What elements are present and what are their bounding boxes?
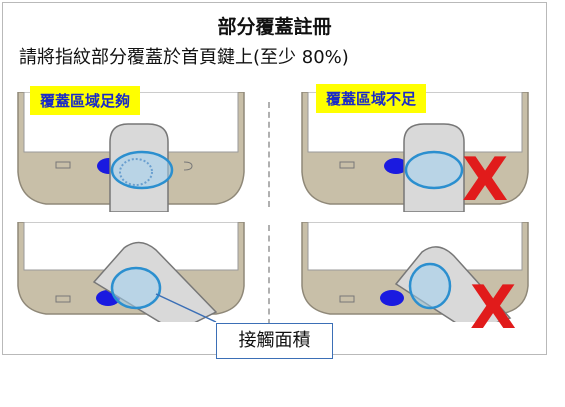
label-sufficient-coverage: 覆蓋區域足夠 (30, 86, 141, 115)
phone-panel-top-left (16, 92, 246, 212)
phone-panel-bottom-left (16, 222, 246, 342)
fail-x-icon: X (470, 273, 517, 343)
phone-illustration (17, 222, 245, 322)
phone-illustration (301, 222, 529, 322)
phone-panel-bottom-right (300, 222, 530, 342)
phone-illustration (17, 92, 245, 212)
divider-top (268, 102, 270, 207)
contact-area-callout: 接觸面積 (216, 323, 333, 359)
divider-bottom (268, 225, 270, 325)
page-title: 部分覆蓋註冊 (217, 16, 332, 38)
label-insufficient-coverage: 覆蓋區域不足 (316, 84, 427, 113)
instruction-text: 請將指紋部分覆蓋於首頁鍵上(至少 80%) (19, 47, 349, 68)
fail-x-icon: X (462, 145, 509, 215)
